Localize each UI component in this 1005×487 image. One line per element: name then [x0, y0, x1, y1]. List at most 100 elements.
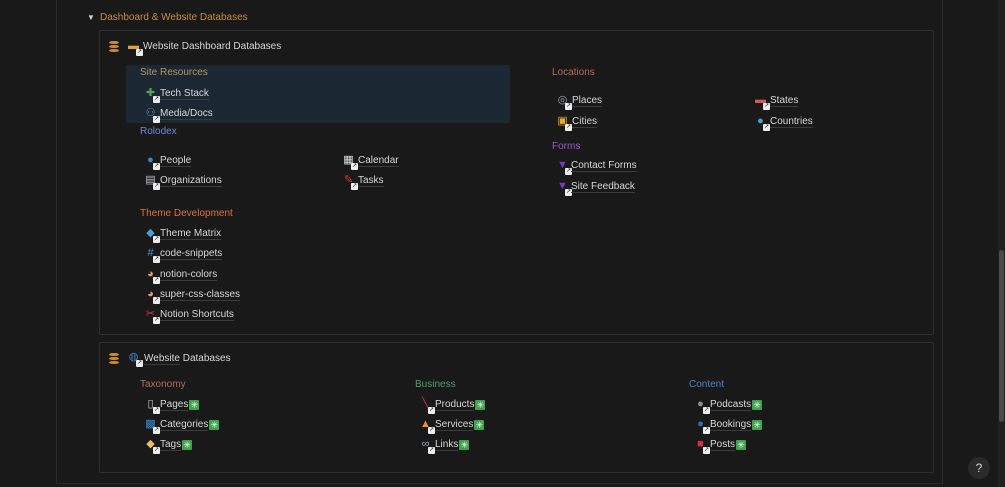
group-heading-business[interactable]: Business [415, 379, 456, 390]
database-link-label: Tech Stack [160, 88, 209, 100]
city-icon: ▣↗ [557, 115, 572, 131]
database-link[interactable]: Countries [770, 116, 813, 128]
outer-border-bottom [56, 483, 943, 484]
database-link[interactable]: Categories✳ [160, 419, 220, 431]
group-heading-content[interactable]: Content [689, 379, 725, 390]
sparkle-icon: ✳ [752, 420, 763, 430]
database-link[interactable]: notion-colors [160, 269, 218, 281]
database-link-label: People [160, 155, 192, 167]
web-globe-icon: ◍↗ [128, 351, 143, 367]
head-icon: ●↗ [697, 418, 710, 434]
link-arrow-icon: ↗ [351, 183, 358, 190]
tools-icon: ✂↗ [145, 308, 160, 324]
link-arrow-icon: ↗ [153, 447, 160, 454]
post-icon: ■↗ [697, 438, 710, 454]
link-arrow-icon: ↗ [703, 447, 710, 454]
link-arrow-icon: ↗ [136, 49, 143, 56]
scrollbar-track[interactable] [998, 0, 1005, 487]
link-arrow-icon: ↗ [565, 189, 572, 196]
sparkle-icon: ✳ [474, 420, 485, 430]
group-heading-locations[interactable]: Locations [552, 67, 595, 78]
link-arrow-icon: ↗ [351, 163, 358, 170]
database-link-label: Bookings [710, 419, 752, 431]
database-link[interactable]: Services✳ [435, 419, 485, 431]
link-arrow-icon: ↗ [153, 116, 160, 123]
abcd-icon: ▩↗ [145, 418, 160, 434]
database-link-label: code-snippets [160, 248, 223, 260]
database-link[interactable]: People [160, 155, 192, 167]
sparkle-icon: ✳ [475, 400, 486, 410]
database-link[interactable]: code-snippets [160, 248, 223, 260]
sparkle-icon: ✳ [459, 440, 470, 450]
link-arrow-icon: ↗ [153, 163, 160, 170]
database-link-label: Podcasts [710, 399, 752, 411]
database-link[interactable]: super-css-classes [160, 289, 241, 301]
link-arrow-icon: ↗ [153, 277, 160, 284]
database-link-label: Organizations [160, 175, 222, 187]
toggle-triangle-icon[interactable]: ▼ [87, 13, 95, 22]
dashboard-icon: ▬↗ [128, 40, 143, 56]
link-arrow-icon: ↗ [428, 427, 435, 434]
link-arrow-icon: ↗ [136, 360, 143, 367]
toggle-heading[interactable]: Dashboard & Website Databases [100, 12, 248, 23]
diamond-icon: ◆↗ [146, 227, 160, 243]
binoculars-icon: ⚇↗ [145, 107, 160, 123]
database-link[interactable]: States [770, 95, 799, 107]
database-link[interactable]: Theme Matrix [160, 228, 222, 240]
database-link-label: Notion Shortcuts [160, 309, 234, 321]
database-link[interactable]: Site Feedback [571, 181, 635, 193]
globe-icon: ●↗ [757, 115, 770, 131]
database-link-label: Places [572, 95, 603, 107]
database-link-label: Calendar [358, 155, 399, 167]
link-icon: ∞↗ [421, 438, 435, 454]
link-arrow-icon: ↗ [763, 103, 770, 110]
link-arrow-icon: ↗ [153, 236, 160, 243]
puzzle-icon: ✚↗ [145, 87, 160, 103]
link-arrow-icon: ↗ [763, 124, 770, 131]
group-heading-taxonomy[interactable]: Taxonomy [140, 379, 186, 390]
database-link[interactable]: Organizations [160, 175, 222, 187]
database-link-label: Tags [160, 439, 182, 451]
page-icon: ▯↗ [147, 398, 160, 414]
database-link[interactable]: Tasks [358, 175, 384, 187]
database-link[interactable]: Podcasts✳ [710, 399, 763, 411]
database-link[interactable]: Cities [572, 116, 598, 128]
scrollbar-thumb[interactable] [999, 250, 1004, 422]
database-link[interactable]: Links✳ [435, 439, 470, 451]
database-link-label: notion-colors [160, 269, 218, 281]
database-link[interactable]: Posts✳ [710, 439, 747, 451]
database-link[interactable]: Notion Shortcuts [160, 309, 234, 321]
database-link[interactable]: Media/Docs [160, 108, 213, 120]
link-arrow-icon: ↗ [703, 427, 710, 434]
database-link[interactable]: Tags✳ [160, 439, 193, 451]
dashboard-title[interactable]: Website Dashboard Databases [143, 41, 282, 52]
group-heading-rolodex[interactable]: Rolodex [140, 126, 177, 137]
database-link-label: Tasks [358, 175, 384, 187]
link-arrow-icon: ↗ [153, 427, 160, 434]
database-link[interactable]: Tech Stack [160, 88, 209, 100]
database-link-label: Cities [572, 116, 598, 128]
link-arrow-icon: ↗ [153, 297, 160, 304]
website-link-label: Website [144, 353, 180, 365]
dashboard-databases-box [99, 30, 934, 335]
database-link[interactable]: Products✳ [435, 399, 486, 411]
sparkle-icon: ✳ [736, 440, 747, 450]
sparkle-icon: ✳ [189, 400, 200, 410]
website-title-link[interactable]: Website Databases [144, 353, 231, 365]
link-arrow-icon: ↗ [565, 124, 572, 131]
database-link[interactable]: Bookings✳ [710, 419, 763, 431]
outer-border-right [942, 0, 943, 483]
database-link-label: Contact Forms [571, 160, 637, 172]
database-link-label: Site Feedback [571, 181, 635, 193]
group-heading-site-resources[interactable]: Site Resources [140, 67, 208, 78]
database-link-label: Media/Docs [160, 108, 213, 120]
database-link[interactable]: Calendar [358, 155, 399, 167]
help-button[interactable]: ? [968, 457, 990, 479]
outer-border-left [56, 0, 57, 483]
group-heading-theme-development[interactable]: Theme Development [140, 208, 233, 219]
database-link[interactable]: Places [572, 95, 603, 107]
flag-icon: ▬↗ [755, 94, 770, 110]
group-heading-forms[interactable]: Forms [552, 141, 581, 152]
database-link[interactable]: Pages✳ [160, 399, 200, 411]
database-link[interactable]: Contact Forms [571, 160, 637, 172]
